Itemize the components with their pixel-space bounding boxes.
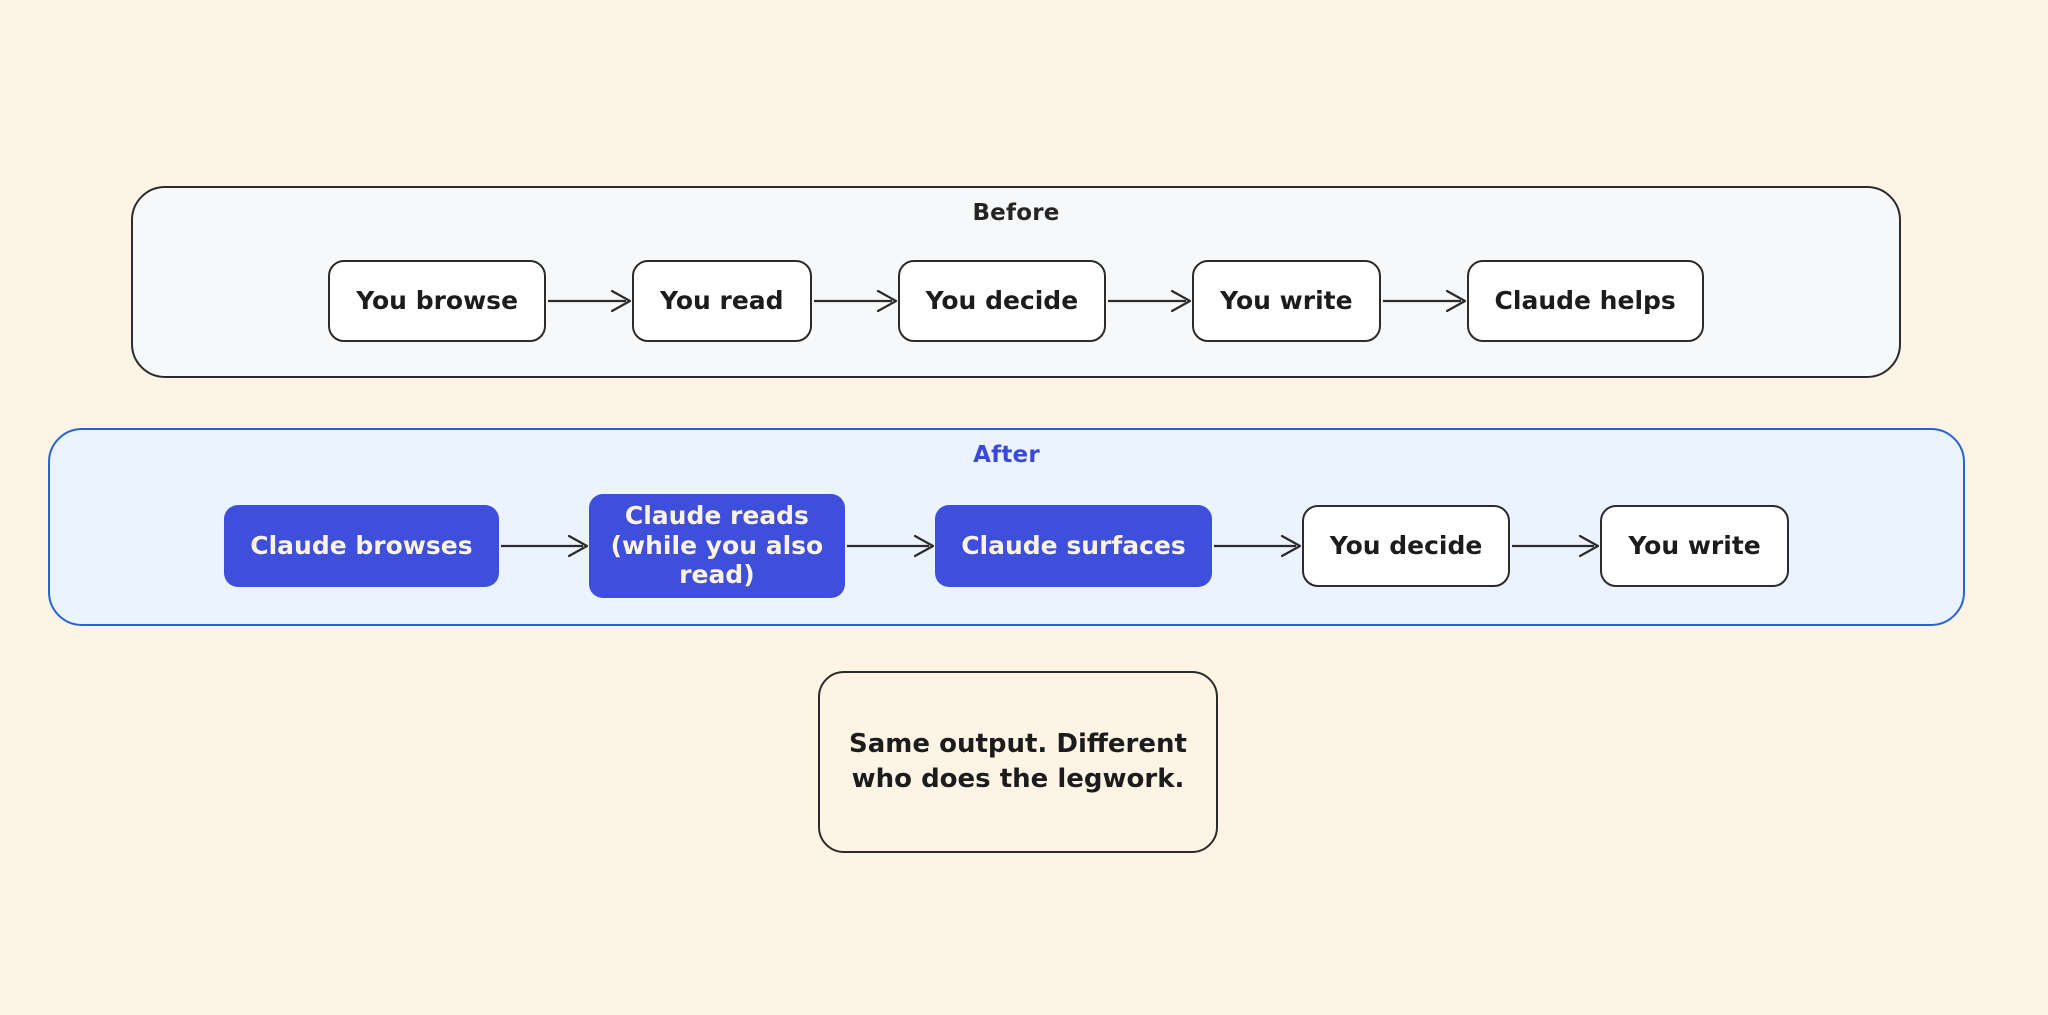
arrow-right-icon [1212, 531, 1302, 561]
flow-node[interactable]: Claude browses [224, 504, 499, 587]
flow-node[interactable]: You read [632, 259, 812, 342]
after-group-title: After [973, 442, 1040, 468]
arrow-right-icon [1510, 531, 1600, 561]
flow-node[interactable]: You write [1600, 504, 1789, 587]
flow-node[interactable]: You browse [328, 259, 547, 342]
arrow-right-icon [845, 531, 935, 561]
flow-node-label: You write [1220, 285, 1353, 315]
after-flow-row: Claude browses Claude reads (while you al… [50, 467, 1963, 624]
flow-node[interactable]: Claude reads (while you also read) [588, 493, 846, 598]
summary-caption-box: Same output. Different who does the legw… [818, 671, 1218, 853]
flow-node-label: You read [660, 285, 784, 315]
flow-node-label: Claude helps [1494, 285, 1676, 315]
flow-node-label: You decide [1329, 530, 1483, 560]
before-flow-row: You browse You read You decide You write Cla… [133, 225, 1899, 376]
flow-node-label: Claude reads (while you also read) [610, 501, 824, 590]
flow-node[interactable]: Claude surfaces [935, 504, 1212, 587]
arrow-right-icon [1381, 286, 1467, 316]
arrow-right-icon [546, 286, 632, 316]
before-group: Before You browse You read You decide You w… [131, 186, 1901, 378]
flow-node-label: Claude browses [250, 530, 473, 560]
flow-node[interactable]: You decide [1301, 504, 1511, 587]
before-group-title: Before [972, 200, 1060, 226]
flow-node-label: You decide [925, 285, 1079, 315]
flow-node-label: You write [1628, 530, 1761, 560]
arrow-right-icon [1106, 286, 1192, 316]
flow-node[interactable]: You write [1192, 259, 1381, 342]
flow-node[interactable]: Claude helps [1466, 259, 1704, 342]
flow-node[interactable]: You decide [897, 259, 1107, 342]
after-group: After Claude browses Claude reads (while … [48, 428, 1965, 626]
arrow-right-icon [499, 531, 589, 561]
arrow-right-icon [812, 286, 898, 316]
flow-node-label: You browse [356, 285, 519, 315]
summary-caption-text: Same output. Different who does the legw… [849, 729, 1187, 794]
flow-node-label: Claude surfaces [961, 530, 1186, 560]
